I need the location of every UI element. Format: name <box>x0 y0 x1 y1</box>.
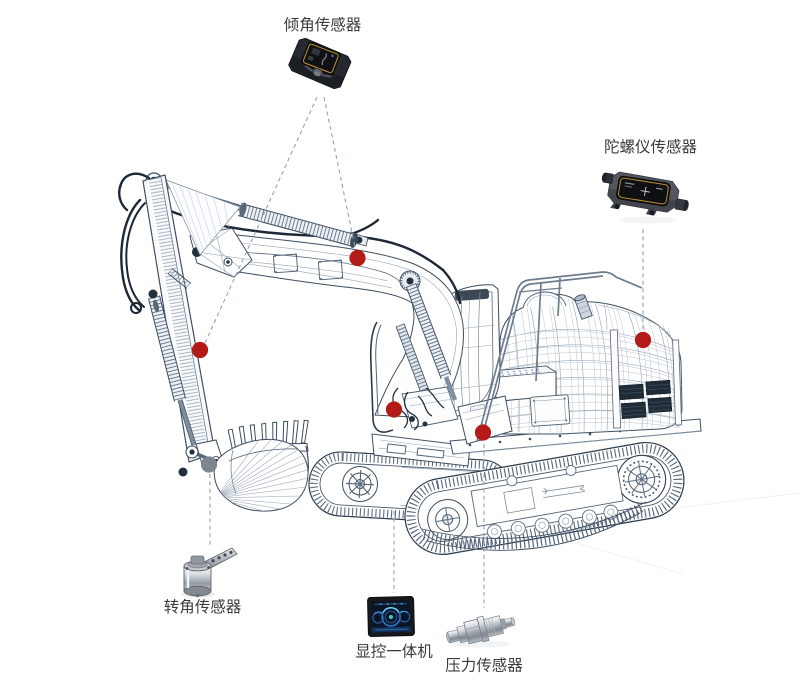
svg-text:倾角传感器: 倾角传感器 <box>284 16 362 34</box>
svg-text:转角传感器: 转角传感器 <box>164 598 242 616</box>
svg-text:压力传感器: 压力传感器 <box>445 657 523 675</box>
svg-text:陀螺仪传感器: 陀螺仪传感器 <box>604 138 698 156</box>
svg-text:显控一体机: 显控一体机 <box>355 643 433 661</box>
